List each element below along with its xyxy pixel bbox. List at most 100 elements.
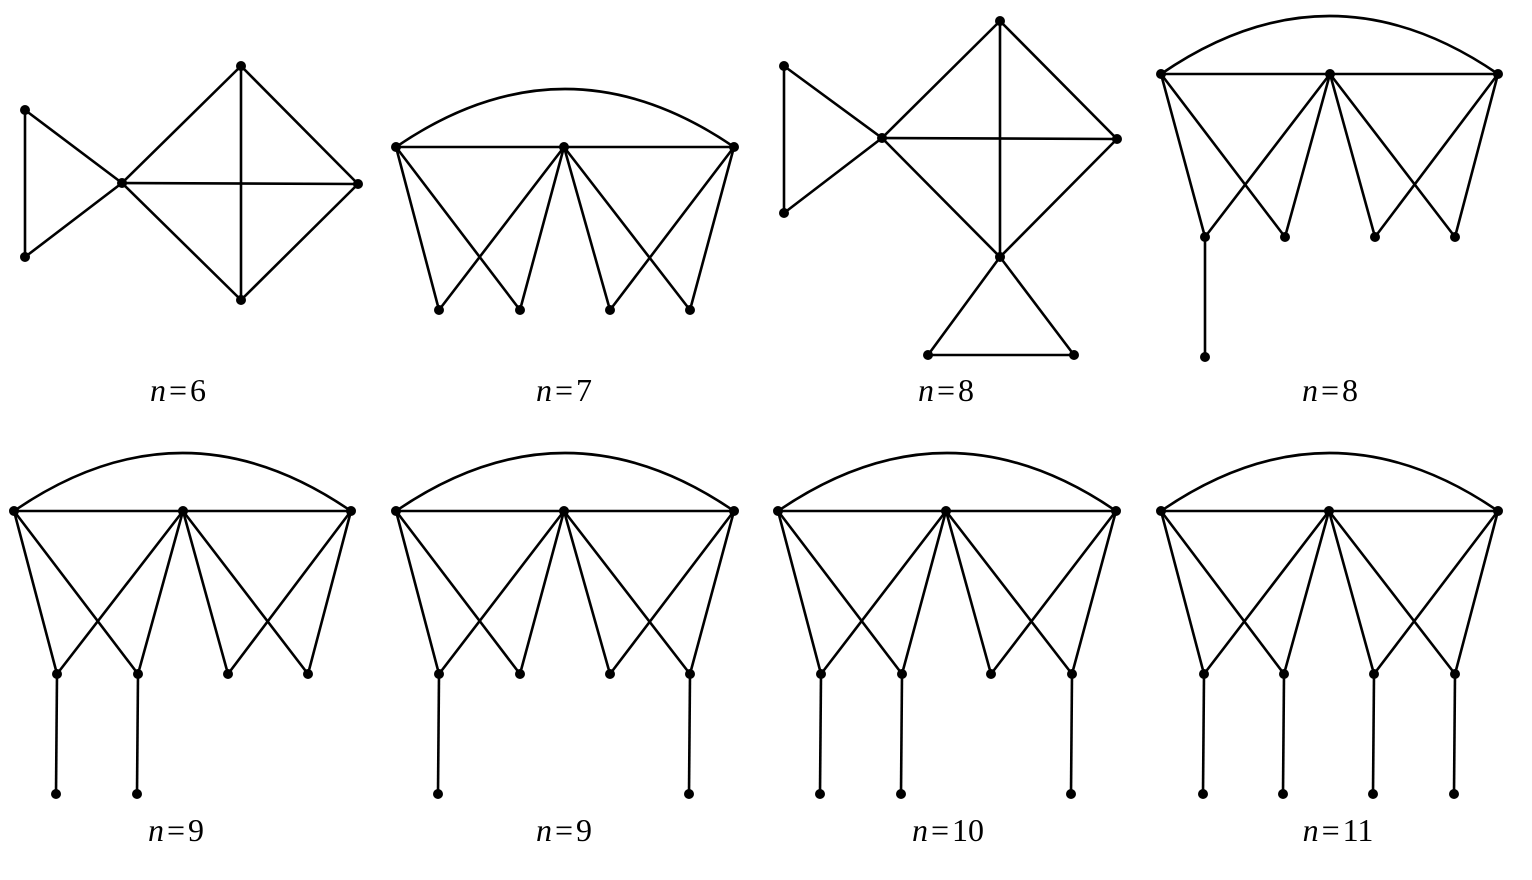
graph-vertex	[1200, 232, 1210, 242]
graph-edge	[518, 510, 566, 675]
graph-arc-edge	[13, 451, 352, 513]
graph-edge	[394, 146, 522, 311]
graph-edge	[899, 673, 904, 795]
graph-arc-edge	[1160, 14, 1499, 76]
graph-edge	[1453, 510, 1500, 675]
graph-vertex	[133, 669, 143, 679]
graph-edge	[608, 510, 736, 675]
graph-vertex	[346, 506, 356, 516]
graph-vertex	[605, 669, 615, 679]
graph-vertex	[1493, 506, 1503, 516]
graph-vertex	[236, 295, 246, 305]
graph-vertex	[1278, 789, 1288, 799]
graph-edge	[1281, 673, 1286, 795]
graph-edge	[1159, 510, 1286, 675]
graph-vertex	[559, 506, 569, 516]
graph-edge	[608, 146, 736, 311]
graph-edge	[181, 510, 310, 675]
graph-vertex	[1493, 69, 1503, 79]
graph-vertex	[779, 208, 789, 218]
graph-vertex	[1368, 789, 1378, 799]
graph-vertex	[729, 142, 739, 152]
graph-vertex	[685, 669, 695, 679]
graph-vertex	[877, 133, 887, 143]
graph-edge	[12, 510, 140, 675]
graph-vertex	[353, 179, 363, 189]
graph-vertex	[178, 506, 188, 516]
graph-edge	[989, 510, 1118, 675]
graph-vertex	[391, 142, 401, 152]
graph-vertex	[923, 350, 933, 360]
graph-arc-edge	[395, 87, 735, 149]
graph-edge	[562, 146, 692, 311]
graph-vertex	[391, 506, 401, 516]
graph-vertex	[1370, 232, 1380, 242]
graph-vertex	[1325, 69, 1335, 79]
graph-vertex	[515, 669, 525, 679]
graph-edge	[998, 256, 1076, 356]
graph-vertex	[433, 789, 443, 799]
graph-vertex	[815, 789, 825, 799]
graph-edge	[999, 20, 1118, 140]
caption-graph-3: n=8	[917, 372, 975, 408]
caption-graph-7: n=10	[911, 812, 985, 848]
graph-vertex	[236, 61, 246, 71]
graph-edge	[121, 182, 242, 301]
graph-vertex	[1369, 669, 1379, 679]
graph-vertex	[986, 669, 996, 679]
graph-vertex	[1069, 350, 1079, 360]
graph-vertex	[52, 669, 62, 679]
graph-edge	[1069, 673, 1074, 795]
graph-vertex	[896, 789, 906, 799]
caption-graph-2: n=7	[535, 372, 593, 408]
graph-vertex	[1324, 506, 1334, 516]
graph-edge	[688, 510, 736, 675]
graph-edge	[1327, 510, 1457, 675]
graph-edge	[1328, 73, 1377, 238]
graph-edge	[562, 510, 692, 675]
graph-vertex	[816, 669, 826, 679]
graph-6	[391, 451, 739, 799]
graph-vertex	[1449, 789, 1459, 799]
graph-arc-edge	[395, 451, 735, 513]
graph-edge	[55, 510, 185, 675]
caption-graph-6: n=9	[535, 812, 593, 848]
graph-vertex	[434, 669, 444, 679]
graph-vertex	[897, 669, 907, 679]
graph-edge	[226, 510, 353, 675]
graph-vertex	[1112, 134, 1122, 144]
graph-edge	[999, 138, 1118, 258]
graph-8	[1156, 451, 1503, 799]
graph-vertex	[1279, 669, 1289, 679]
graph-vertex	[559, 142, 569, 152]
graph-edge	[881, 20, 1001, 139]
graph-vertex	[1198, 789, 1208, 799]
graph-1	[20, 61, 363, 305]
graph-edge	[240, 183, 359, 301]
graph-edge	[562, 510, 612, 675]
graph-edge	[394, 510, 522, 675]
graph-edge	[926, 256, 1002, 356]
graph-edge	[688, 146, 736, 311]
graph-edge	[818, 673, 823, 795]
graph-edge	[1159, 510, 1206, 675]
graph-vertex	[605, 305, 615, 315]
graph-vertex	[995, 252, 1005, 262]
graph-edge	[1070, 510, 1118, 675]
graph-vertex	[223, 669, 233, 679]
graph-vertex	[303, 669, 313, 679]
graph-edge	[306, 510, 353, 675]
graph-vertex	[1200, 352, 1210, 362]
graph-edge	[1373, 73, 1500, 238]
graph-edge	[1327, 510, 1376, 675]
graph-7	[773, 451, 1121, 799]
graph-edge	[1453, 73, 1500, 238]
graph-edge	[783, 64, 883, 140]
graph-edge	[881, 137, 1001, 258]
caption-graph-4: n=8	[1301, 372, 1359, 408]
graph-vertex	[434, 305, 444, 315]
graph-arc-edge	[1160, 451, 1499, 513]
graph-3	[779, 16, 1122, 360]
graph-vertex	[1450, 232, 1460, 242]
